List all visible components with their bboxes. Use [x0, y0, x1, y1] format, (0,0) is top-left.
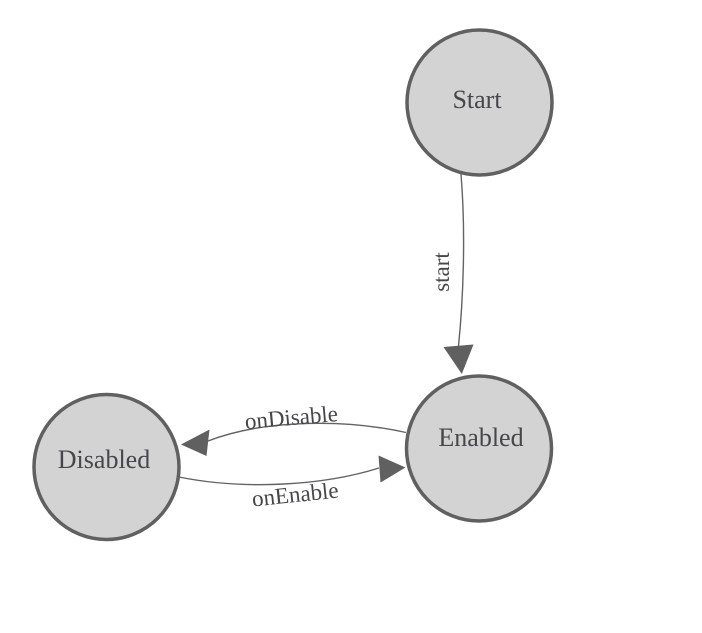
edge-enabled-to-disabled: onDisable	[181, 401, 407, 456]
edge-label-ondisable: onDisable	[244, 401, 339, 434]
node-enabled-label: Enabled	[438, 423, 523, 452]
edge-enabled-to-disabled-line	[207, 422, 407, 442]
node-enabled: Enabled	[404, 374, 554, 523]
node-enabled-circle	[404, 374, 554, 523]
edge-label-start: start	[429, 252, 454, 292]
edge-start-to-enabled-arrowhead-icon	[443, 344, 474, 374]
node-start-circle	[405, 28, 554, 177]
node-start: Start	[405, 28, 554, 177]
edge-start-to-enabled-line	[457, 173, 465, 347]
node-disabled-label: Disabled	[58, 445, 150, 474]
edge-disabled-to-enabled-arrowhead-icon	[378, 455, 406, 483]
node-disabled: Disabled	[32, 392, 181, 542]
node-start-label: Start	[452, 85, 502, 114]
node-disabled-circle	[32, 392, 181, 542]
edge-label-onenable: onEnable	[251, 478, 340, 512]
edge-disabled-to-enabled-line	[178, 467, 380, 486]
edge-enabled-to-disabled-arrowhead-icon	[181, 429, 210, 456]
edge-disabled-to-enabled: onEnable	[178, 455, 406, 512]
edge-start-to-enabled: start	[429, 173, 474, 374]
